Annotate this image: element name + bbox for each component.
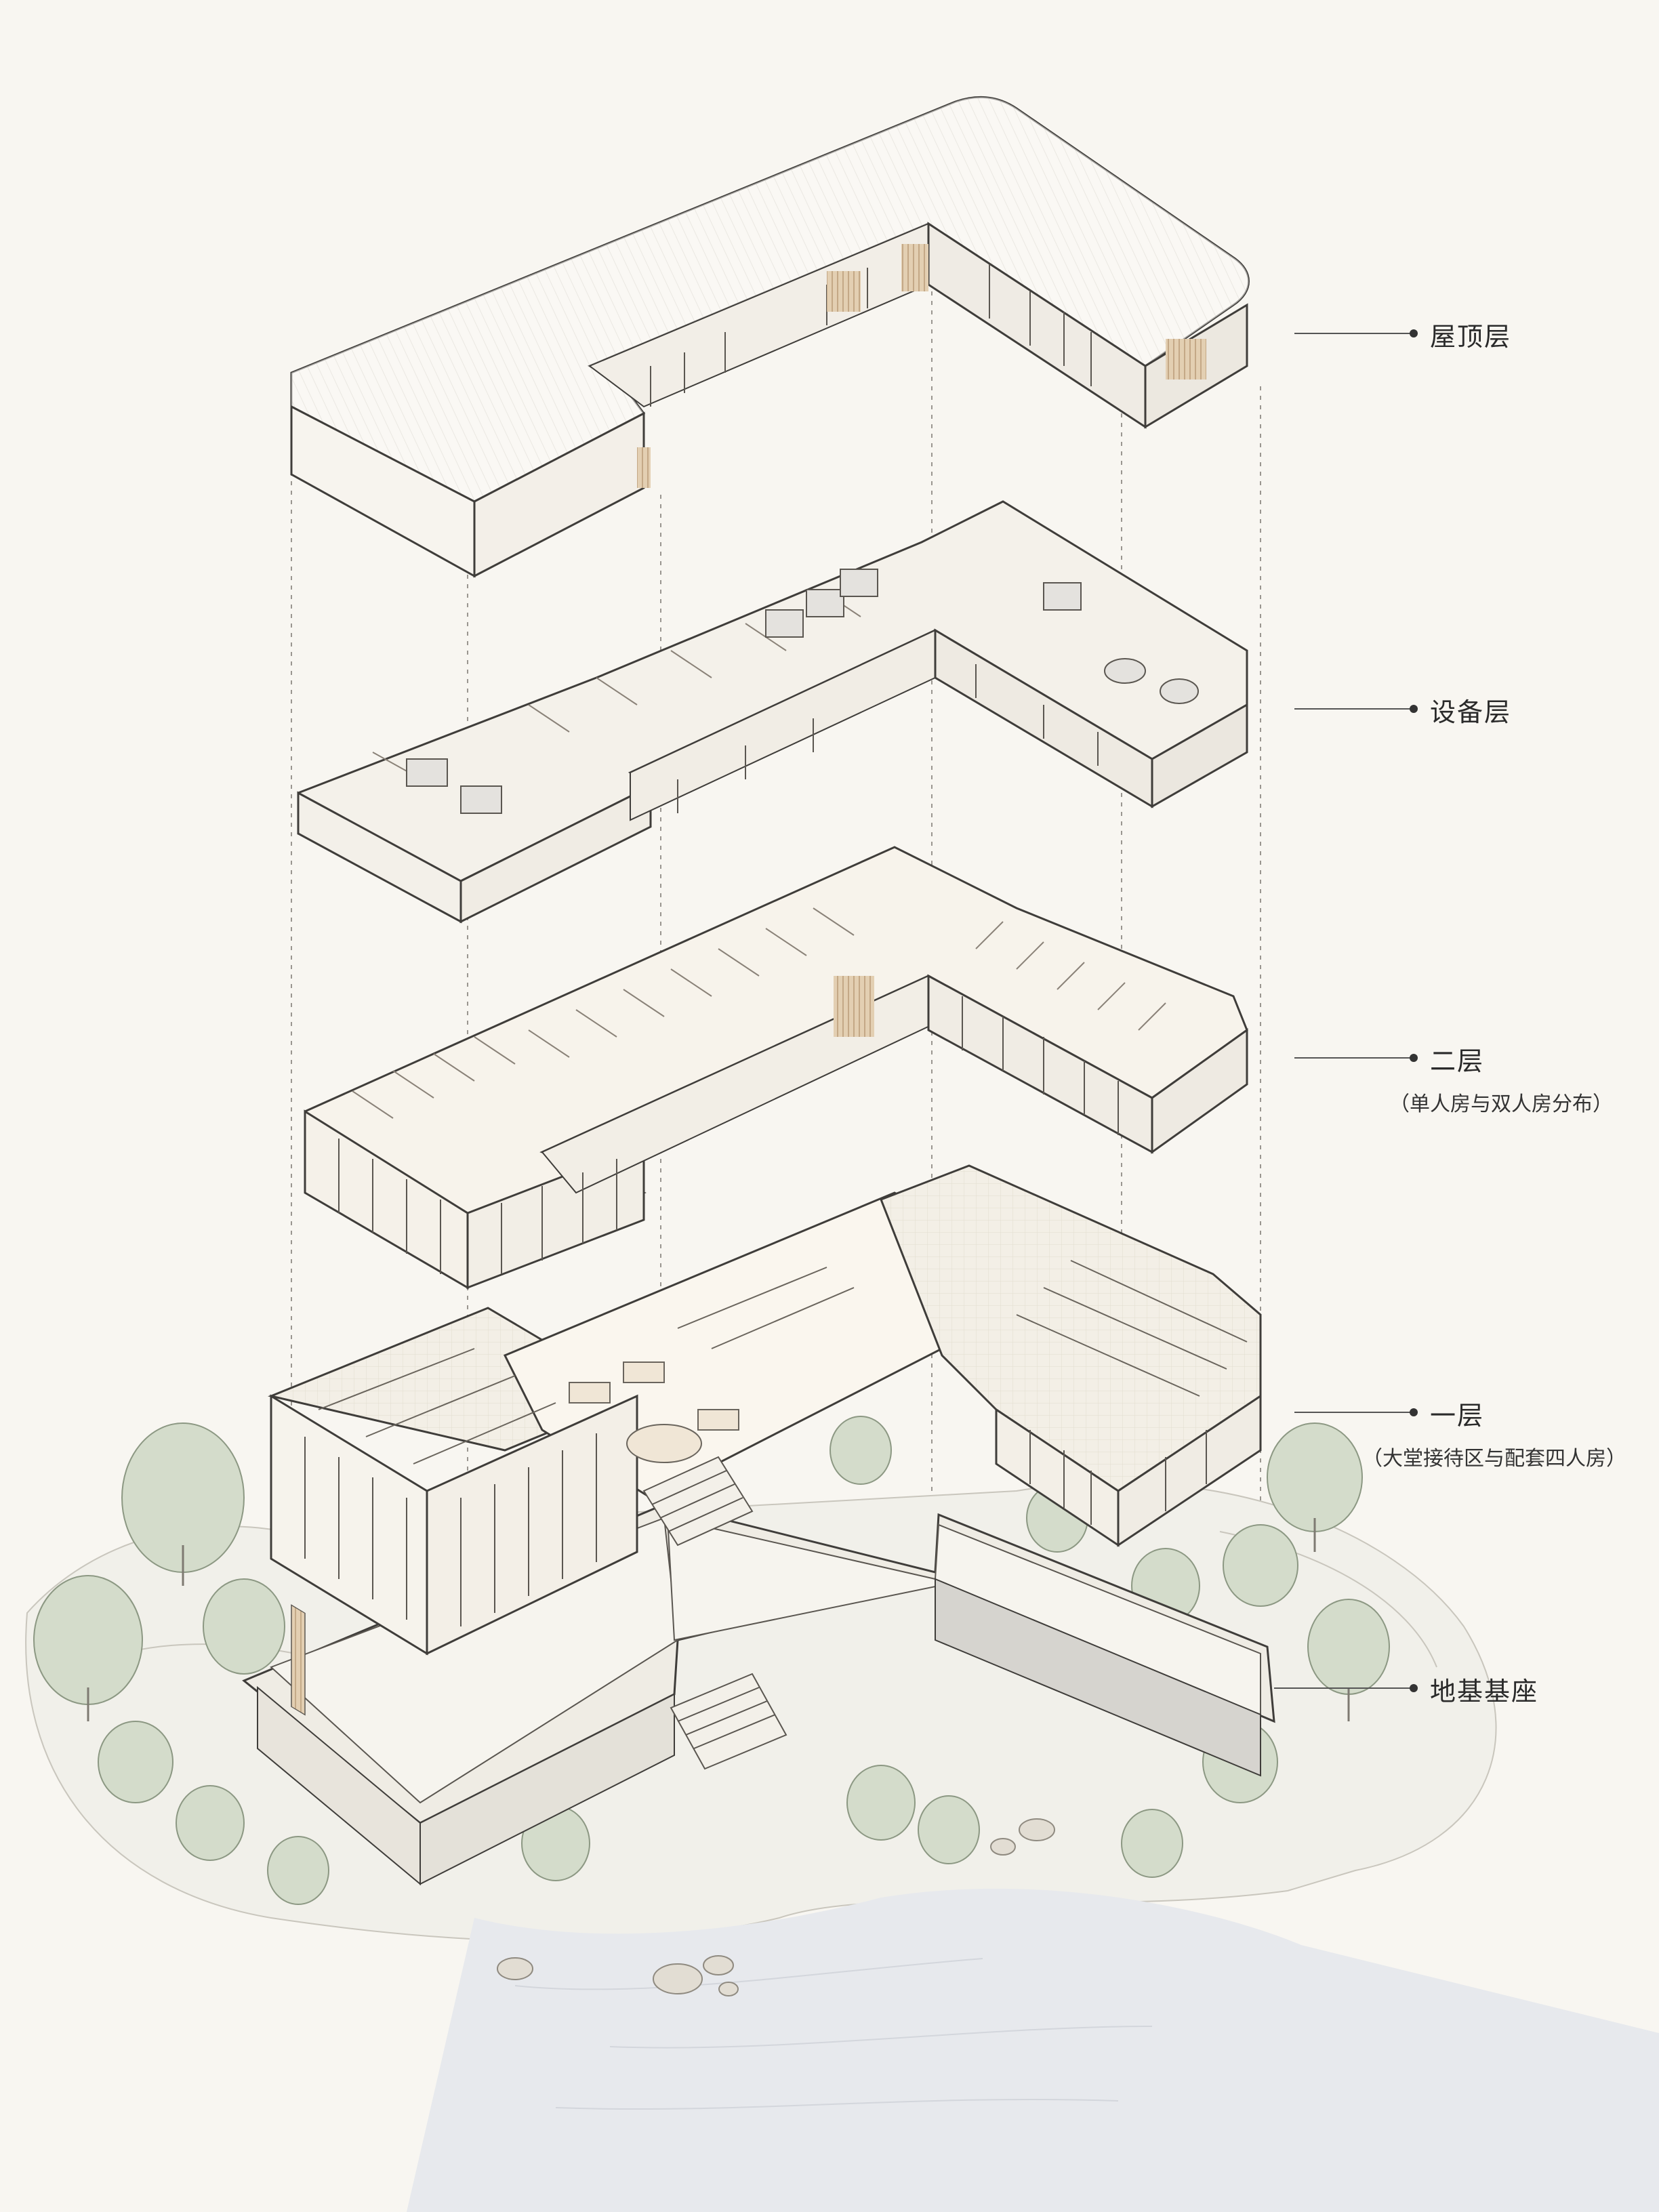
second-floor <box>304 846 1248 1290</box>
first-floor <box>268 1164 1262 1716</box>
equipment-level <box>297 500 1248 924</box>
roof-layer <box>290 96 1250 578</box>
